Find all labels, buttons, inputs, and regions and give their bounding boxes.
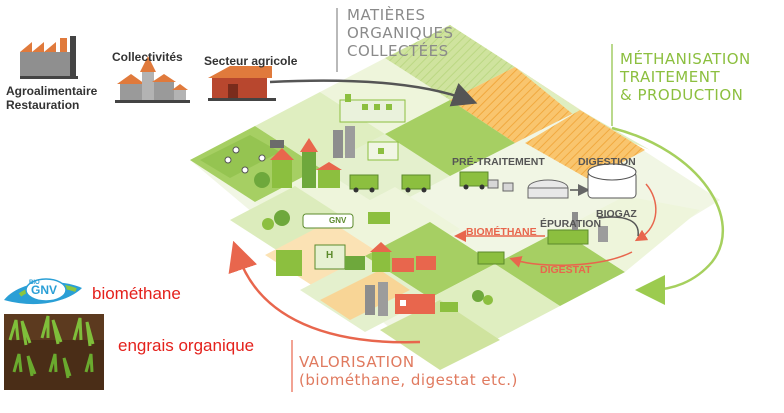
legend-engrais: engrais organique [118,336,255,355]
stage-title-collected: MATIÈRES ORGANIQUES COLLECTÉES [347,6,454,60]
methanisation-arrow [611,126,724,305]
factory-icon [20,36,78,79]
source-agricole [208,66,276,101]
gnv-logo-small: BIO [29,280,40,286]
village-scene [224,138,342,188]
field-tile [495,230,625,306]
field-tile [385,25,515,100]
hospital-label: H [326,250,334,261]
source-label-line: Restauration [6,98,80,112]
industrial-buildings [333,94,406,161]
stage-title-line: MATIÈRES [347,6,426,24]
valorisation-arrow [228,240,421,344]
stage-title-line: MÉTHANISATION [620,50,751,68]
trucks [349,171,489,193]
bottom-farm [365,282,493,316]
field-tile [525,110,645,180]
field-tile [385,100,515,176]
label-pretraitement: PRÉ-TRAITEMENT [452,156,545,168]
barn-icon [208,66,276,101]
source-label-line: Agroalimentaire [6,84,98,98]
collect-arrow [269,79,478,107]
label-digestat: DIGESTAT [540,264,592,276]
stage-title-line: & PRODUCTION [620,86,744,104]
legend-biomethane: biométhane [92,284,181,303]
label-digestion: DIGESTION [578,156,636,168]
field-tile [450,67,580,143]
label-biogaz: BIOGAZ [596,208,637,220]
crop-field-photo [4,314,104,390]
stage-title-line: TRAITEMENT [620,68,721,86]
source-collectivites [115,56,190,103]
source-label-collectivites: Collectivités [112,50,183,64]
source-label-agroalimentaire: Agroalimentaire Restauration [6,84,97,112]
field-tile [430,264,560,340]
stage-title-line: (biométhane, digestat etc.) [299,371,518,389]
stage-title-valorisation: VALORISATION (biométhane, digestat etc.) [299,353,518,389]
bus-label: GNV [329,216,347,225]
source-agroalimentaire [20,36,78,79]
stage-title-line: VALORISATION [299,353,415,371]
treatment-plant [454,163,657,268]
stage-title-line: ORGANIQUES [347,24,454,42]
field-tile [380,300,500,370]
stage-title-line: COLLECTÉES [347,42,449,60]
label-biomethane: BIOMÉTHANE [466,226,537,238]
field-tile [320,58,450,134]
city-scene [262,210,436,276]
bio-gnv-logo [4,278,82,305]
source-label-agricole: Secteur agricole [204,54,298,68]
gnv-logo-text: GNV [31,283,58,297]
field-tile [560,196,700,272]
stage-title-methanisation: MÉTHANISATION TRAITEMENT & PRODUCTION [620,50,751,104]
village-icon [115,56,190,103]
field-tile [200,135,280,178]
label-epuration: ÉPURATION [540,218,602,230]
